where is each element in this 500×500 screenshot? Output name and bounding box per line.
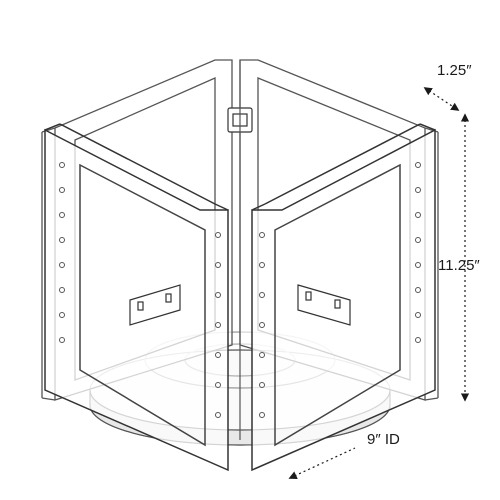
depth-dimension-line	[423, 87, 460, 111]
center-hinge	[227, 60, 253, 440]
diameter-dimension-line	[288, 447, 356, 479]
height-label: 11.25″	[438, 257, 480, 274]
diameter-label: 9″ ID	[367, 431, 400, 448]
depth-label: 1.25″	[437, 62, 472, 79]
mounting-brackets	[129, 284, 351, 326]
right-keyhole-slots	[259, 162, 421, 418]
left-keyhole-slots	[59, 162, 221, 418]
